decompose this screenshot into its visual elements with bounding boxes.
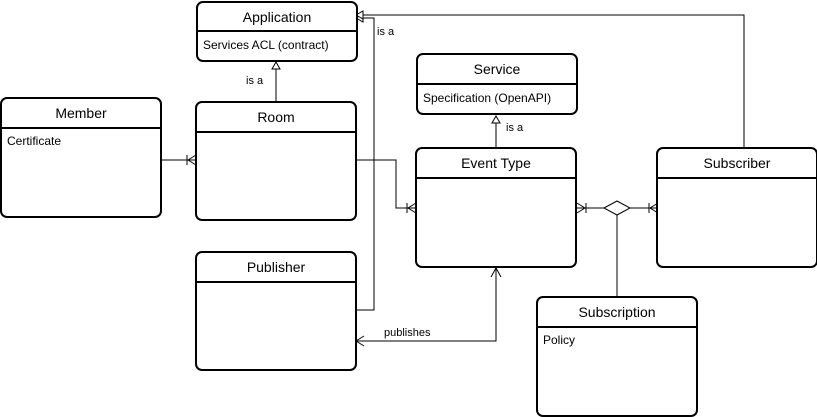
label-eventtype-is-a: is a [506, 122, 524, 134]
entity-member-title: Member [55, 105, 107, 121]
edge-member-room [160, 154, 197, 166]
entity-publisher[interactable]: Publisher [195, 251, 357, 371]
entity-subscriber-title: Subscriber [704, 155, 771, 171]
entity-event-type[interactable]: Event Type [415, 147, 577, 268]
edge-publisher-eventtype [355, 267, 502, 347]
entity-service-title: Service [474, 61, 521, 77]
entity-service-attr: Specification (OpenAPI) [423, 91, 551, 105]
entity-subscriber[interactable]: Subscriber [656, 147, 817, 268]
entity-member[interactable]: Member Certificate [0, 97, 162, 218]
entity-event-type-title: Event Type [461, 155, 531, 171]
entity-member-attr: Certificate [7, 134, 61, 148]
label-publisher-is-a: is a [377, 26, 395, 38]
edge-room-application [271, 60, 281, 102]
entity-subscription-attr: Policy [543, 333, 575, 347]
edge-subscriber-application [354, 10, 745, 148]
entity-subscription-title: Subscription [578, 304, 655, 320]
edge-eventtype-subscriber [576, 200, 659, 297]
label-publishes: publishes [384, 327, 431, 339]
entity-subscription[interactable]: Subscription Policy [536, 296, 698, 417]
entity-application-attr: Services ACL (contract) [203, 38, 329, 52]
entity-application-title: Application [243, 9, 312, 25]
entity-service[interactable]: Service Specification (OpenAPI) [416, 53, 578, 115]
edge-publisher-application [354, 13, 375, 311]
label-room-is-a: is a [246, 75, 264, 87]
edge-room-eventtype [356, 159, 417, 214]
edge-eventtype-service [491, 114, 501, 148]
entity-publisher-title: Publisher [247, 259, 306, 275]
entity-room-title: Room [257, 109, 294, 125]
entity-application[interactable]: Application Services ACL (contract) [196, 1, 358, 62]
entity-room[interactable]: Room [195, 101, 357, 221]
